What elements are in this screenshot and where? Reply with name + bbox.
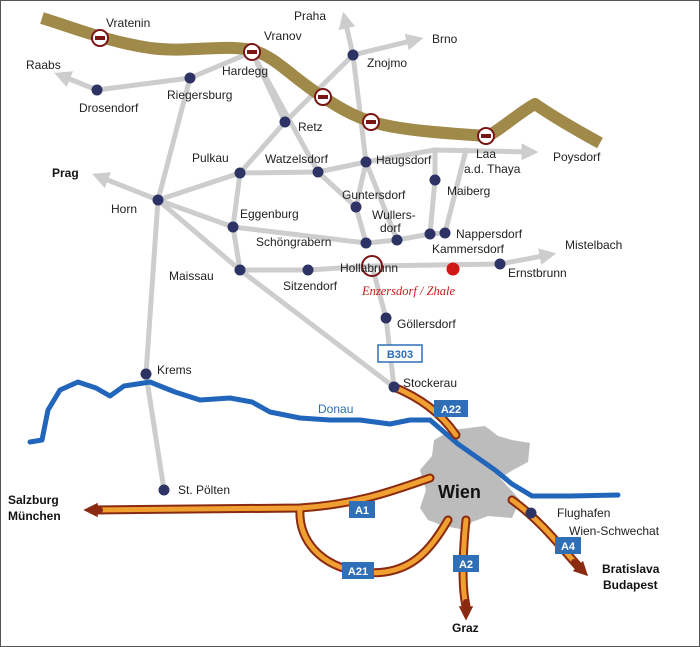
svg-text:A22: A22 — [441, 404, 461, 416]
no-entry-icon — [243, 43, 261, 61]
svg-text:A1: A1 — [355, 505, 369, 517]
label-mistelbach: Mistelbach — [565, 238, 622, 252]
no-entry-icon — [91, 29, 109, 47]
town-dot-wullersdorf — [391, 234, 403, 246]
a1-shield: A1 — [349, 501, 375, 518]
label-hollabrunn: Hollabrunn — [340, 261, 398, 275]
border-crossings — [91, 29, 495, 145]
town-dot-sitzendorf — [302, 264, 314, 276]
label-kammersdorf: Kammersdorf — [432, 242, 505, 256]
label-budapest: Budapest — [603, 578, 658, 592]
label-maissau: Maissau — [169, 269, 214, 283]
label-laa-thaya: a.d. Thaya — [464, 162, 521, 176]
svg-text:A21: A21 — [348, 566, 368, 578]
label-maiberg: Maiberg — [447, 184, 490, 198]
label-salzburg: Salzburg — [8, 493, 59, 507]
town-dot-maissau — [234, 264, 246, 276]
no-entry-icon — [314, 88, 332, 106]
no-entry-icon — [477, 127, 495, 145]
label-flughafen: Flughafen — [557, 506, 610, 520]
town-dot-kammersdorf — [424, 228, 436, 240]
label-hardegg: Hardegg — [222, 64, 268, 78]
label-raabs: Raabs — [26, 58, 61, 72]
label-guntersdorf: Guntersdorf — [342, 188, 406, 202]
b303-shield: B303 — [377, 344, 423, 363]
town-dot-guntersdorf — [350, 201, 362, 213]
label-watzelsdorf: Watzelsdorf — [265, 152, 329, 166]
label-stockerau: Stockerau — [403, 376, 457, 390]
label-nappersdorf: Nappersdorf — [456, 227, 523, 241]
town-dot-goellersdorf — [380, 312, 392, 324]
town-dot-retz — [279, 116, 291, 128]
town-dot-maiberg — [429, 174, 441, 186]
place-labels: Vratenin Raabs Drosendorf Riegersburg Ha… — [8, 9, 660, 635]
label-donau: Donau — [318, 402, 353, 416]
town-dot-drosendorf — [91, 84, 103, 96]
label-brno: Brno — [432, 32, 458, 46]
label-stpoelten: St. Pölten — [178, 483, 230, 497]
label-vranov: Vranov — [264, 29, 302, 43]
town-dot-horn — [152, 194, 164, 206]
label-bratislava: Bratislava — [602, 562, 660, 576]
label-pulkau: Pulkau — [192, 151, 229, 165]
town-dot-haugsdorf — [360, 156, 372, 168]
svg-text:B303: B303 — [387, 349, 413, 361]
label-schoengrabern: Schöngrabern — [256, 235, 331, 249]
label-flughafen-schwechat: Wien-Schwechat — [569, 524, 660, 538]
town-markers — [91, 49, 537, 519]
town-dot-ernstbrunn — [494, 258, 506, 270]
destination-marker — [446, 262, 460, 276]
label-destination: Enzersdorf / Zhale — [361, 284, 456, 298]
border-line — [40, 12, 603, 149]
no-entry-icon — [362, 113, 380, 131]
town-dot-schoengrabern — [360, 237, 372, 249]
svg-text:A4: A4 — [561, 541, 576, 553]
label-prag: Prag — [52, 166, 79, 180]
label-poysdorf: Poysdorf — [553, 150, 601, 164]
town-dot-stockerau — [388, 381, 400, 393]
town-dot-znojmo — [347, 49, 359, 61]
hollabrunn-marker — [361, 255, 383, 277]
label-wullersdorf-1: Wullers- — [372, 208, 416, 222]
town-dot-eggenburg — [227, 221, 239, 233]
a21-shield: A21 — [342, 562, 374, 579]
label-horn: Horn — [111, 202, 137, 216]
label-wien: Wien — [438, 482, 481, 502]
label-krems: Krems — [157, 363, 192, 377]
label-laa: Laa — [476, 147, 496, 161]
town-dot-flughafen — [525, 507, 537, 519]
label-sitzendorf: Sitzendorf — [283, 279, 338, 293]
label-ernstbrunn: Ernstbrunn — [508, 266, 567, 280]
label-praha: Praha — [294, 9, 326, 23]
donau-river — [27, 379, 621, 499]
svg-text:A2: A2 — [459, 559, 473, 571]
label-vratenin: Vratenin — [106, 16, 150, 30]
label-riegersburg: Riegersburg — [167, 88, 232, 102]
town-dot-watzelsdorf — [312, 166, 324, 178]
label-eggenburg: Eggenburg — [240, 207, 299, 221]
label-graz: Graz — [452, 621, 479, 635]
label-goellersdorf: Göllersdorf — [397, 317, 456, 331]
vienna-city-area — [420, 426, 530, 530]
a22-shield: A22 — [434, 400, 468, 417]
a4-shield: A4 — [555, 537, 581, 554]
label-wullersdorf-2: dorf — [380, 221, 401, 235]
a2-shield: A2 — [453, 555, 479, 572]
label-haugsdorf: Haugsdorf — [376, 153, 432, 167]
label-znojmo: Znojmo — [367, 56, 407, 70]
town-dot-krems — [140, 368, 152, 380]
label-retz: Retz — [298, 120, 323, 134]
town-dot-riegersburg — [184, 72, 196, 84]
town-dot-pulkau — [234, 167, 246, 179]
label-muenchen: München — [8, 509, 61, 523]
secondary-roads — [54, 11, 557, 493]
town-dot-nappersdorf — [439, 227, 451, 239]
town-dot-stpoelten — [158, 484, 170, 496]
label-drosendorf: Drosendorf — [79, 101, 139, 115]
